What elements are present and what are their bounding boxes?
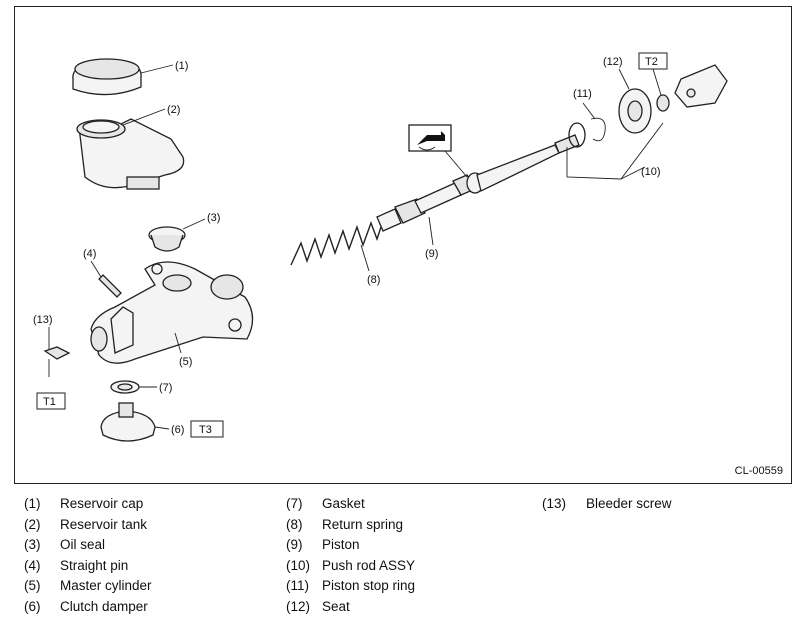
bleeder-screw — [43, 327, 71, 377]
legend-item: (10)Push rod ASSY — [286, 557, 416, 573]
legend-item: (5)Master cylinder — [24, 578, 152, 594]
legend-item: (3)Oil seal — [24, 537, 106, 553]
brake-fluid-icon — [408, 124, 468, 178]
gasket — [110, 380, 157, 394]
svg-text:T1: T1 — [43, 396, 56, 408]
diagram-canvas: (1) (2) (3) (4) (5) (6) (7) (8) (9) (10)… — [33, 52, 728, 442]
legend-column-2: (7)Gasket (8)Return spring (9)Piston (10… — [286, 494, 416, 618]
oil-seal — [148, 218, 206, 252]
reservoir-tank — [76, 108, 185, 190]
figure-code: CL-00559 — [734, 465, 783, 477]
callout-12: (12) — [603, 56, 623, 68]
push-rod-assy — [466, 64, 728, 194]
clutch-damper — [100, 402, 170, 442]
legend-item: (11)Piston stop ring — [286, 578, 416, 594]
legend-column-1: (1)Reservoir cap (2)Reservoir tank (3)Oi… — [24, 494, 152, 618]
straight-pin — [90, 260, 122, 298]
piston — [376, 174, 476, 246]
lock-nut — [656, 94, 670, 112]
legend-item: (12)Seat — [286, 598, 350, 614]
return-spring — [290, 220, 382, 272]
callout-9: (9) — [425, 248, 438, 260]
seat — [618, 68, 652, 134]
callout-6: (6) — [171, 424, 184, 436]
svg-text:T2: T2 — [645, 56, 658, 68]
legend-item: (8)Return spring — [286, 516, 404, 532]
torque-box-t1: T1 — [36, 392, 66, 410]
callout-2: (2) — [167, 104, 180, 116]
exploded-diagram: (1) (2) (3) (4) (5) (6) (7) (8) (9) (10)… — [14, 6, 792, 484]
callout-8: (8) — [367, 274, 380, 286]
callout-4: (4) — [83, 248, 96, 260]
piston-stop-ring — [568, 102, 606, 148]
torque-box-t3: T3 — [190, 420, 224, 438]
legend-item: (9)Piston — [286, 537, 360, 553]
svg-text:T3: T3 — [199, 424, 212, 436]
reservoir-cap — [72, 58, 174, 96]
torque-box-t2: T2 — [638, 52, 668, 96]
callout-1: (1) — [175, 60, 188, 72]
callout-5: (5) — [179, 356, 192, 368]
callout-3: (3) — [207, 212, 220, 224]
legend-column-3: (13)Bleeder screw — [542, 494, 672, 515]
legend-item: (7)Gasket — [286, 496, 365, 511]
legend-item: (6)Clutch damper — [24, 598, 148, 614]
legend-item: (13)Bleeder screw — [542, 496, 672, 511]
legend-item: (1)Reservoir cap — [24, 496, 144, 511]
callout-11: (11) — [573, 88, 592, 100]
callout-10: (10) — [641, 166, 661, 178]
parts-legend: (1)Reservoir cap (2)Reservoir tank (3)Oi… — [24, 494, 794, 618]
legend-item: (4)Straight pin — [24, 557, 129, 573]
callout-7: (7) — [159, 382, 172, 394]
master-cylinder — [90, 261, 254, 364]
callout-13: (13) — [33, 314, 53, 326]
legend-item: (2)Reservoir tank — [24, 516, 148, 532]
